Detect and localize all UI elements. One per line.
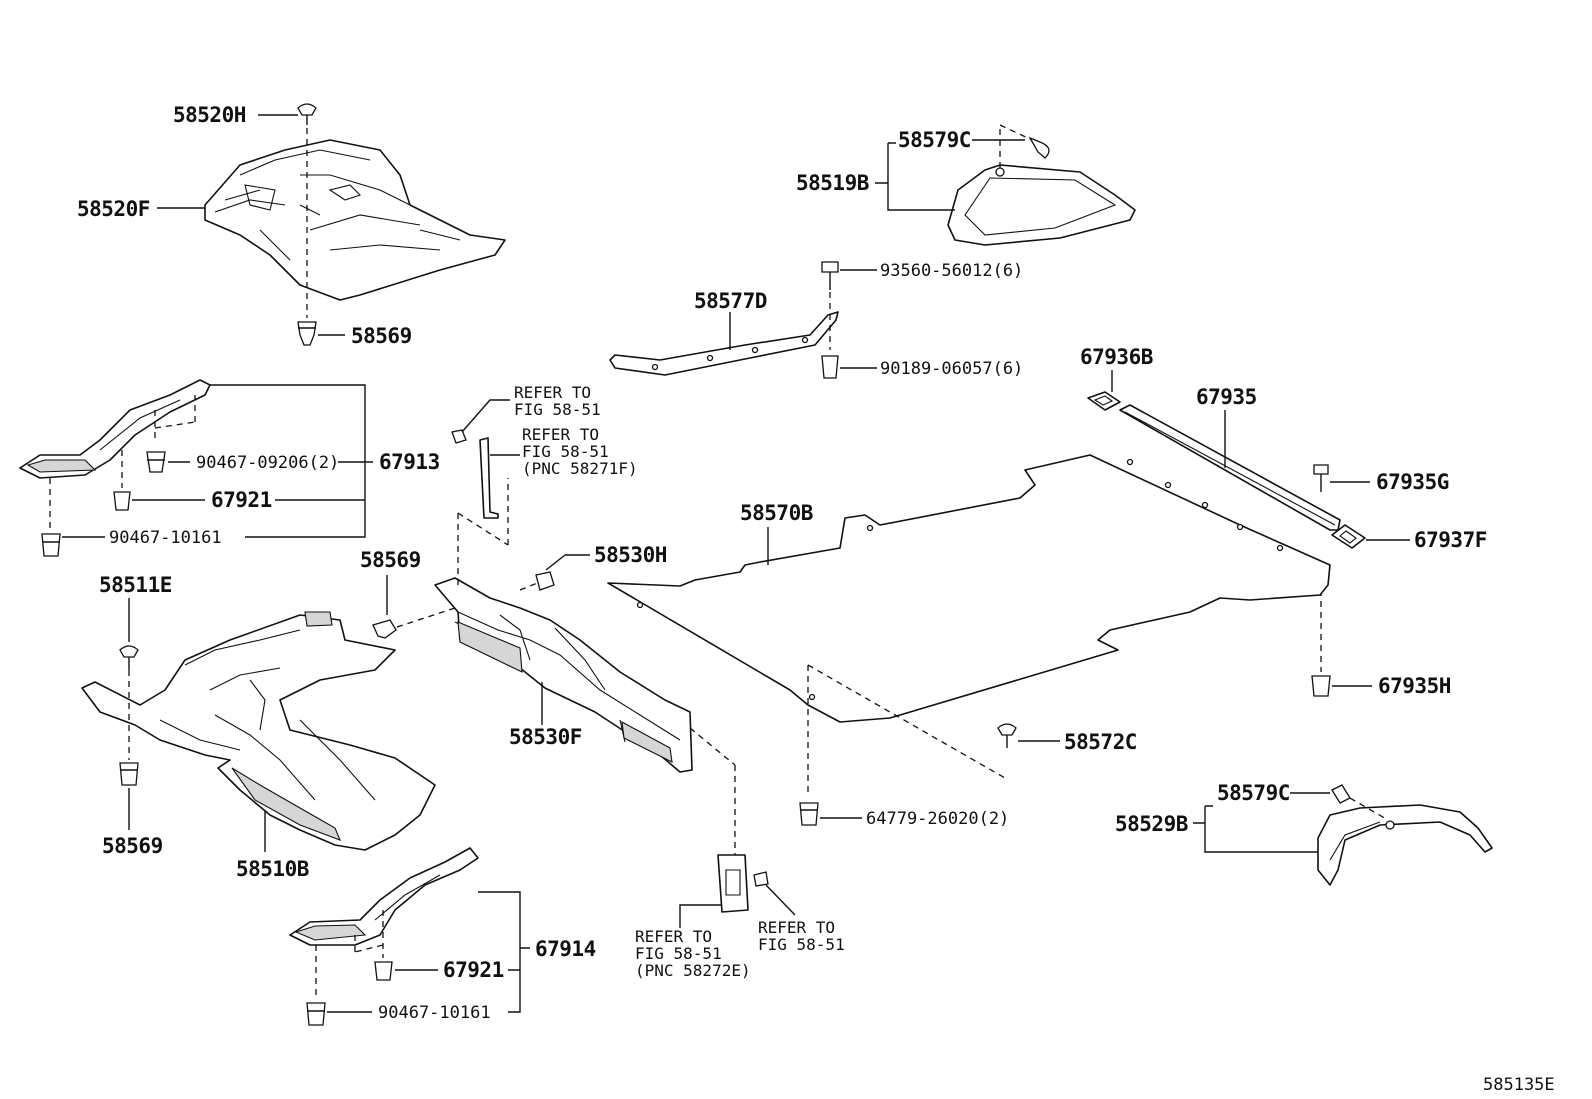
part-58530F-drawing	[434, 577, 693, 773]
leader-dash	[999, 124, 1033, 141]
part-58519B-drawing	[947, 164, 1136, 246]
clip-90467-10161-bot	[306, 1002, 326, 1026]
label-64779: 64779-26020(2)	[866, 809, 1009, 829]
label-58529B: 58529B	[1115, 812, 1188, 836]
label-90467-10161-top: 90467-10161	[109, 528, 222, 548]
leader-bracket	[210, 384, 373, 538]
label-58569-mid: 58569	[360, 548, 421, 572]
label-58569-top: 58569	[351, 324, 412, 348]
part-58520F-drawing	[204, 139, 506, 301]
bolt-67935G	[1313, 464, 1329, 492]
clip-90467-10161-top	[41, 533, 61, 557]
clip-67921-bot	[374, 961, 393, 981]
label-58519B: 58519B	[796, 171, 869, 195]
ref2-line3: (PNC 58271F)	[522, 459, 638, 478]
label-58520F: 58520F	[77, 197, 150, 221]
clip-58569-mid	[372, 619, 397, 639]
ref3-line2: FIG 58-51	[635, 944, 722, 963]
leader-bracket	[875, 142, 955, 211]
part-67913-drawing	[19, 379, 211, 479]
label-67921-top: 67921	[211, 488, 272, 512]
label-67937F: 67937F	[1414, 528, 1487, 552]
leader-dash	[354, 944, 384, 953]
leader-line	[765, 884, 796, 916]
label-58510B: 58510B	[236, 857, 309, 881]
leader-line	[461, 399, 510, 433]
label-67921-bot: 67921	[443, 958, 504, 982]
part-58529B-drawing	[1317, 804, 1493, 886]
clip-58520H	[297, 103, 317, 125]
leader-line	[545, 554, 566, 571]
clip-58579C-bot	[1331, 784, 1351, 804]
label-58511E: 58511E	[99, 573, 172, 597]
clip-90467-09206	[146, 451, 166, 473]
clip-58579C-top	[1028, 136, 1050, 159]
label-58569-bot: 58569	[102, 834, 163, 858]
label-67913: 67913	[379, 450, 440, 474]
ref1-line1: REFER TO	[514, 383, 591, 402]
clip-67935H	[1311, 675, 1331, 697]
leader-dash	[154, 421, 196, 429]
label-90189: 90189-06057(6)	[880, 359, 1023, 379]
clip-58572C	[997, 723, 1017, 748]
part-67935-drawing	[1119, 404, 1341, 531]
leader-dash	[519, 581, 541, 591]
label-58577D: 58577D	[694, 289, 767, 313]
clip-58569-top	[297, 321, 317, 346]
ref3-line3: (PNC 58272E)	[635, 961, 751, 980]
leader-dash	[807, 664, 1006, 779]
leader-bracket	[478, 891, 530, 1013]
label-67936B: 67936B	[1080, 345, 1153, 369]
bolt-93560	[821, 261, 839, 290]
ref1-line2: FIG 58-51	[514, 400, 601, 419]
clip-58511E	[119, 645, 139, 670]
label-67914: 67914	[535, 937, 596, 961]
label-58579C-top: 58579C	[898, 128, 971, 152]
part-ref-bracket-upper	[451, 429, 499, 519]
label-67935H: 67935H	[1378, 674, 1451, 698]
label-58570B: 58570B	[740, 501, 813, 525]
clip-67921-top	[113, 491, 131, 511]
leader-bracket	[1193, 805, 1318, 853]
ref2-line1: REFER TO	[522, 425, 599, 444]
label-67935G: 67935G	[1376, 470, 1449, 494]
part-58570B-drawing	[607, 454, 1331, 723]
leader-dash	[396, 607, 456, 628]
label-67935: 67935	[1196, 385, 1257, 409]
part-67937F-drawing	[1331, 524, 1366, 549]
ref2-line2: FIG 58-51	[522, 442, 609, 461]
ref3-line1: REFER TO	[635, 927, 712, 946]
label-58572C: 58572C	[1064, 730, 1137, 754]
label-90467-09206: 90467-09206(2)	[196, 453, 339, 473]
leader-dash	[689, 727, 736, 766]
leader-dash	[457, 512, 509, 546]
nut-90189	[821, 355, 839, 379]
clip-58530H	[535, 571, 555, 591]
part-58577D-drawing	[609, 311, 839, 376]
ref4-line1: REFER TO	[758, 918, 835, 937]
clip-64779	[799, 802, 819, 826]
label-58530F: 58530F	[509, 725, 582, 749]
label-93560: 93560-56012(6)	[880, 261, 1023, 281]
label-58520H: 58520H	[173, 103, 246, 127]
label-58579C-bot: 58579C	[1217, 781, 1290, 805]
part-58510B-drawing	[81, 611, 436, 851]
part-67936B-drawing	[1087, 391, 1121, 411]
part-ref-bracket-lower	[717, 854, 769, 913]
label-90467-10161-bot: 90467-10161	[378, 1003, 491, 1023]
label-58530H: 58530H	[594, 543, 667, 567]
ref4-line2: FIG 58-51	[758, 935, 845, 954]
figure-id: 585135E	[1483, 1075, 1555, 1095]
clip-58569-bot	[119, 762, 139, 786]
leader-dash	[1349, 797, 1389, 821]
part-67914-drawing	[289, 847, 479, 946]
leader-line	[679, 904, 722, 928]
